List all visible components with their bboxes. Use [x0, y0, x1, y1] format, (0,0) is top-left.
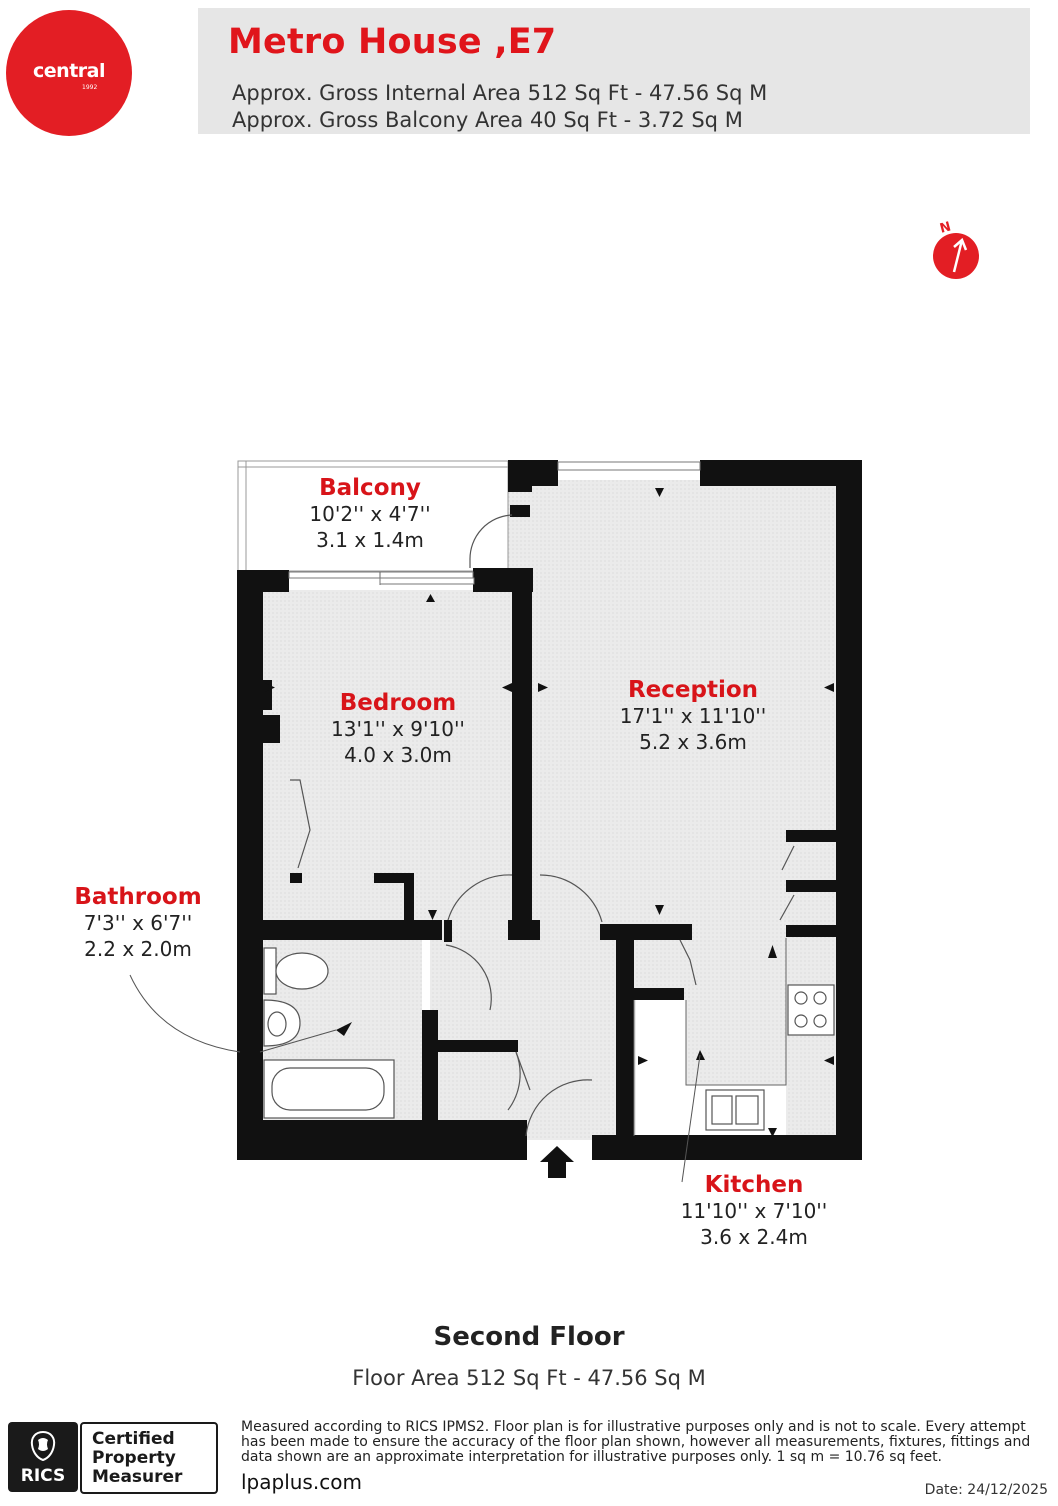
bathroom-fixtures — [263, 947, 395, 1119]
walls — [237, 460, 862, 1160]
header-band: Metro House ,E7 Approx. Gross Internal A… — [198, 8, 1030, 134]
central-logo: central 1992 — [6, 10, 132, 136]
room-dim-imperial: 17'1'' x 11'10'' — [619, 704, 767, 728]
rics-lion-crest-icon — [30, 1430, 56, 1462]
room-name: Bathroom — [74, 884, 202, 910]
disclaimer-text: Measured according to RICS IPMS2. Floor … — [241, 1419, 1031, 1465]
certified-line-3: Measurer — [92, 1467, 183, 1487]
room-dim-metric: 4.0 x 3.0m — [344, 743, 452, 767]
property-title: Metro House ,E7 — [228, 22, 557, 62]
floor-title: Second Floor — [433, 1322, 625, 1352]
gross-internal-area: Approx. Gross Internal Area 512 Sq Ft - … — [232, 81, 768, 105]
room-dim-metric: 3.1 x 1.4m — [316, 528, 424, 552]
room-label-bedroom: Bedroom 13'1'' x 9'10'' 4.0 x 3.0m — [318, 690, 478, 768]
room-name: Kitchen — [704, 1172, 804, 1198]
room-dim-imperial: 10'2'' x 4'7'' — [309, 502, 431, 526]
entrance-arrow-icon — [540, 1146, 574, 1178]
floor-fills — [262, 480, 840, 1140]
windows — [288, 461, 701, 585]
room-dim-metric: 3.6 x 2.4m — [700, 1225, 808, 1249]
floor-area: Floor Area 512 Sq Ft - 47.56 Sq M — [352, 1366, 706, 1390]
room-name: Reception — [627, 677, 759, 703]
plan-date: Date: 24/12/2025 — [924, 1482, 1048, 1498]
leader-lines — [129, 974, 701, 1183]
dimension-arrows — [265, 488, 834, 1137]
room-dim-imperial: 7'3'' x 6'7'' — [83, 911, 193, 935]
kitchen-fixtures — [705, 984, 835, 1131]
room-dim-metric: 2.2 x 2.0m — [84, 937, 192, 961]
room-dim-imperial: 13'1'' x 9'10'' — [331, 717, 465, 741]
rics-label: RICS — [20, 1466, 66, 1486]
room-dim-imperial: 11'10'' x 7'10'' — [680, 1199, 828, 1223]
door-swings — [290, 514, 795, 1137]
certified-property-measurer-badge: Certified Property Measurer — [80, 1422, 218, 1494]
certified-line-1: Certified — [92, 1429, 175, 1449]
room-dim-metric: 5.2 x 3.6m — [639, 730, 747, 754]
certified-line-2: Property — [92, 1448, 176, 1468]
room-label-bathroom: Bathroom 7'3'' x 6'7'' 2.2 x 2.0m — [62, 884, 214, 962]
rics-badge: RICS — [8, 1422, 78, 1492]
gross-balcony-area: Approx. Gross Balcony Area 40 Sq Ft - 3.… — [232, 108, 743, 132]
room-label-kitchen: Kitchen 11'10'' x 7'10'' 3.6 x 2.4m — [672, 1172, 836, 1250]
kitchen-counter — [633, 938, 787, 1136]
logo-year: 1992 — [82, 84, 98, 91]
website-link[interactable]: lpaplus.com — [241, 1470, 362, 1494]
north-compass-icon: N — [933, 220, 979, 279]
logo-wordmark: central — [33, 60, 105, 82]
room-label-reception: Reception 17'1'' x 11'10'' 5.2 x 3.6m — [608, 677, 778, 755]
room-name: Bedroom — [339, 690, 457, 716]
room-label-balcony: Balcony 10'2'' x 4'7'' 3.1 x 1.4m — [300, 475, 440, 553]
compass-north-label: N — [938, 220, 952, 237]
room-name: Balcony — [319, 475, 421, 501]
